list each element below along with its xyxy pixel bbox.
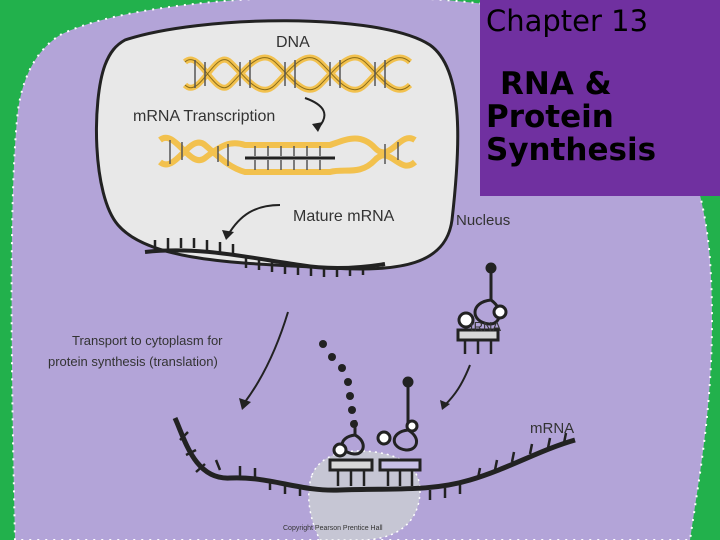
chapter-label: Chapter 13 xyxy=(486,4,649,38)
cytoplasm-mrna-strand xyxy=(172,416,576,500)
copyright-text: Copyright Pearson Prentice Hall xyxy=(283,525,383,532)
label-nucleus: Nucleus xyxy=(456,212,510,229)
mature-mrna-strand xyxy=(144,238,386,277)
label-trna: tRNA xyxy=(470,319,501,334)
title-line-1: RNA & xyxy=(500,66,612,102)
transcription-helix xyxy=(158,134,418,175)
slide-title: RNA & Protein Synthesis xyxy=(486,68,718,167)
label-transport-line-2: protein synthesis (translation) xyxy=(48,354,218,369)
ribosome xyxy=(307,450,421,540)
label-dna: DNA xyxy=(276,34,310,51)
label-mrna-transcription: mRNA Transcription xyxy=(133,108,275,125)
title-line-2: Protein xyxy=(486,99,614,135)
label-transport-line-1: Transport to cytoplasm for xyxy=(72,333,223,348)
dna-helix xyxy=(182,54,413,93)
label-mature-mrna: Mature mRNA xyxy=(293,208,395,225)
trna-molecule-bound-2 xyxy=(376,376,422,486)
trna-molecule-bound-1 xyxy=(328,420,374,486)
title-line-3: Synthesis xyxy=(486,132,657,168)
polypeptide-chain xyxy=(319,340,358,428)
mature-mrna-arrow xyxy=(227,204,281,236)
title-box: Chapter 13 RNA & Protein Synthesis xyxy=(480,0,720,196)
transport-arrow xyxy=(244,311,289,403)
trna-arrow xyxy=(444,364,471,406)
label-mrna: mRNA xyxy=(530,420,574,437)
trna-molecule-free xyxy=(456,262,508,354)
